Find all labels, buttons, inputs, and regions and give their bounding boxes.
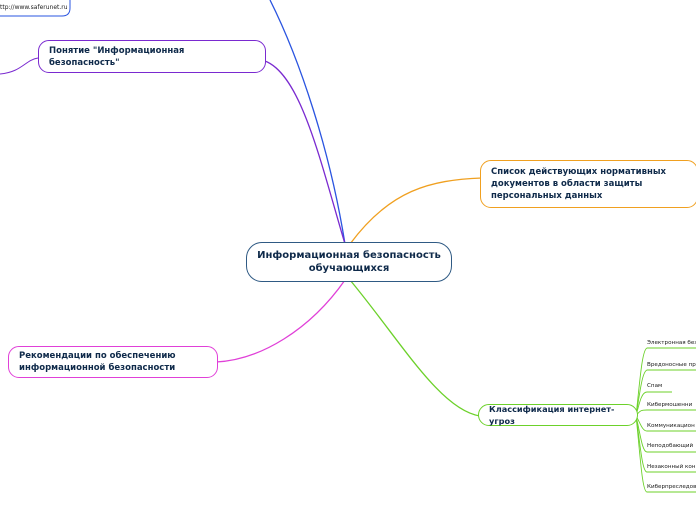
- branch-recommendations[interactable]: Рекомендации по обеспечению информационн…: [8, 346, 218, 378]
- central-topic[interactable]: Информационная безопасность обучающихся: [246, 242, 452, 282]
- connector-recommendations: [215, 279, 346, 363]
- branch-classification-label: Классификация интернет-угроз: [489, 404, 615, 426]
- connector-classification: [349, 279, 481, 417]
- threat-item[interactable]: Киберпреследов: [647, 484, 696, 490]
- connector-concept-out: [0, 57, 39, 75]
- branch-laws[interactable]: Список действующих нормативных документо…: [480, 160, 696, 208]
- connector-laws: [349, 177, 483, 245]
- threat-item[interactable]: Кибермошенни: [647, 402, 693, 408]
- connector-top: [269, 0, 346, 245]
- threat-item[interactable]: Коммуникацион: [647, 423, 695, 429]
- threat-item[interactable]: Вредоносные пр: [647, 362, 696, 368]
- saferunet-link[interactable]: ttp://www.saferunet.ru: [0, 4, 68, 11]
- central-topic-label: Информационная безопасность обучающихся: [257, 250, 441, 274]
- branch-recommendations-label: Рекомендации по обеспечению информационн…: [19, 351, 176, 373]
- threat-item[interactable]: Неподобающий: [647, 443, 694, 449]
- threat-item[interactable]: Электронная без: [647, 340, 696, 346]
- link-box-edge: [0, 0, 71, 17]
- threat-item[interactable]: Спам: [647, 383, 663, 389]
- branch-concept-label: Понятие "Информационная безопасность": [49, 45, 185, 68]
- branch-concept[interactable]: Понятие "Информационная безопасность": [38, 40, 266, 73]
- branch-classification[interactable]: Классификация интернет-угроз: [478, 404, 638, 426]
- branch-laws-label: Список действующих нормативных документо…: [491, 167, 666, 201]
- connector-concept: [261, 59, 346, 245]
- threat-connectors: [635, 347, 696, 493]
- threat-item[interactable]: Незаконный кон: [647, 464, 696, 470]
